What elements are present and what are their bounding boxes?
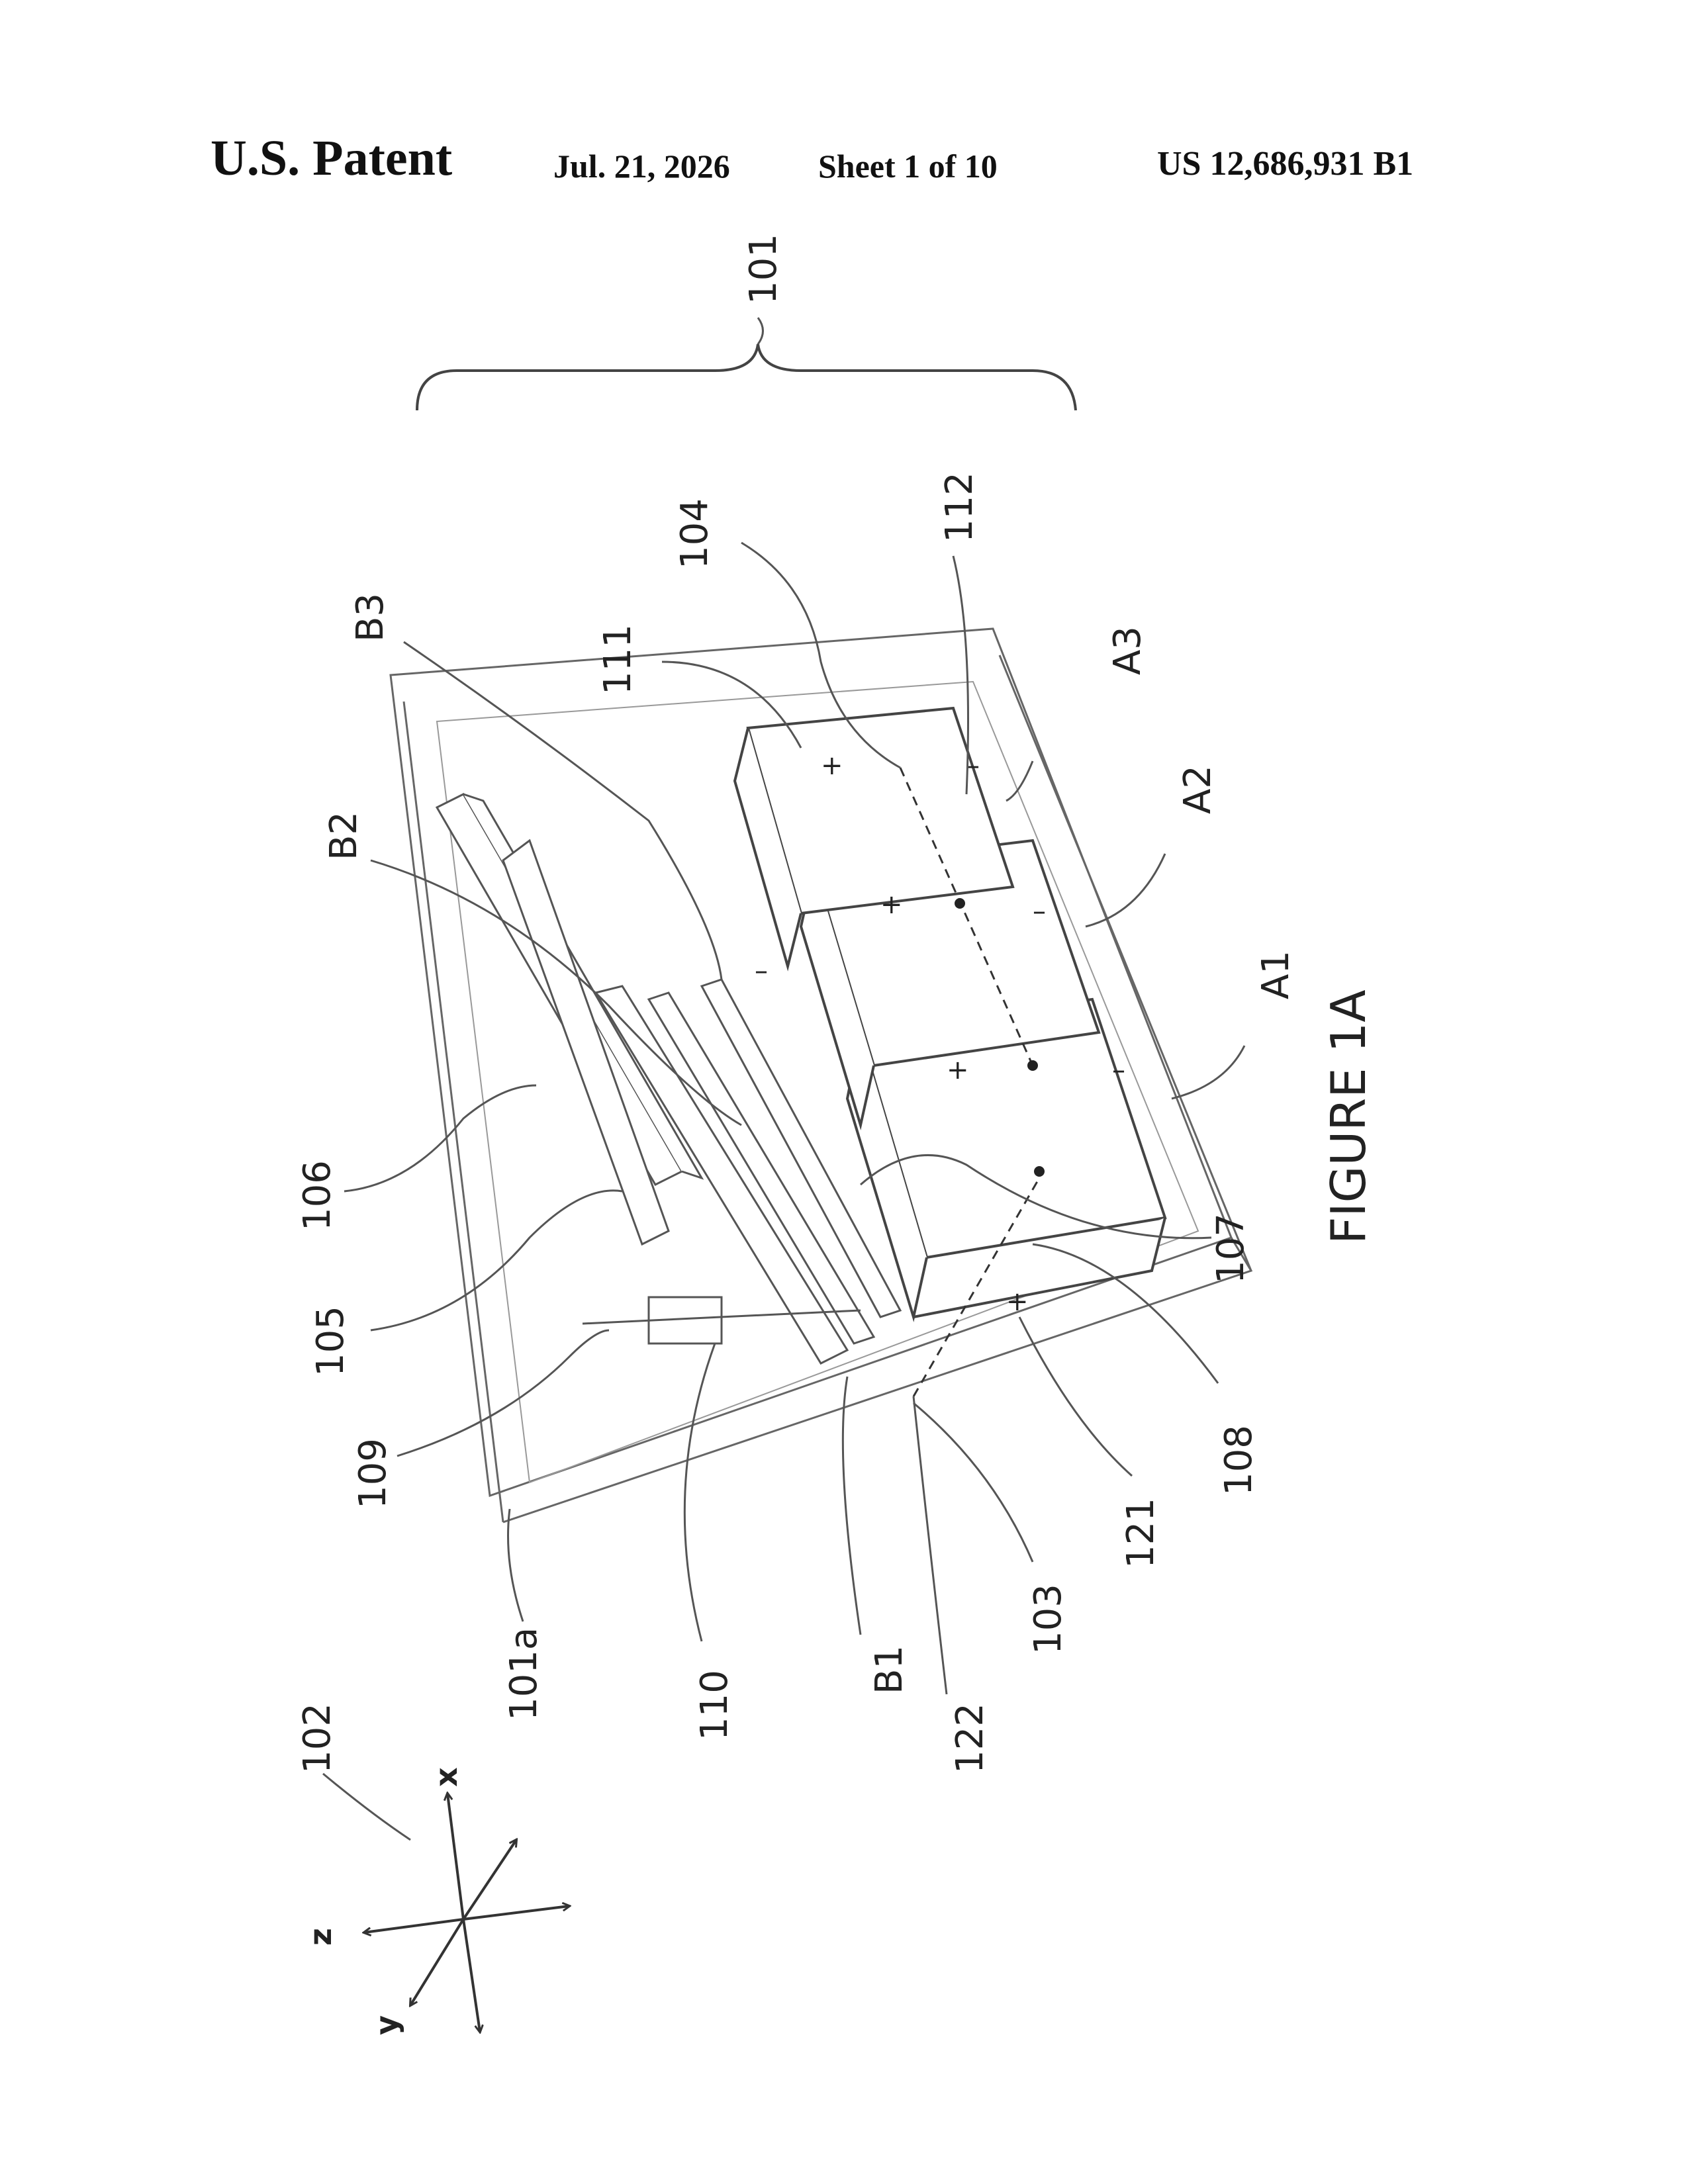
- leader-109: [397, 1330, 609, 1456]
- ref-B3: B3: [349, 593, 392, 642]
- leader-103: [914, 1403, 1033, 1562]
- svg-text:–: –: [1033, 896, 1046, 927]
- axis-x-label: x: [428, 1767, 464, 1787]
- ref-104: 104: [673, 498, 716, 569]
- ref-121: 121: [1119, 1498, 1162, 1569]
- ref-105: 105: [309, 1306, 352, 1377]
- ref-A1: A1: [1254, 950, 1297, 999]
- ref-106: 106: [296, 1160, 339, 1231]
- ref-102: 102: [296, 1703, 339, 1774]
- svg-text:+: +: [821, 751, 843, 781]
- leader-101: [758, 318, 763, 344]
- leader-A2: [1086, 854, 1165, 927]
- ref-107: 107: [1209, 1213, 1252, 1284]
- ref-109: 109: [352, 1438, 395, 1509]
- ref-A2: A2: [1176, 765, 1219, 814]
- ref-103: 103: [1027, 1584, 1070, 1655]
- svg-text:–: –: [755, 956, 768, 986]
- ref-B2: B2: [322, 811, 365, 860]
- ref-112: 112: [938, 472, 981, 543]
- ref-A3: A3: [1106, 626, 1149, 675]
- figure-caption: FIGURE 1A: [1321, 989, 1376, 1244]
- leader-121: [1019, 1317, 1132, 1476]
- ref-B1: B1: [868, 1645, 911, 1694]
- leader-102: [323, 1774, 410, 1840]
- leader-122: [914, 1396, 947, 1694]
- axis-y-label: y: [369, 2015, 404, 2035]
- svg-text:+: +: [1006, 1287, 1029, 1317]
- leader-110: [684, 1343, 715, 1641]
- ref-101a: 101a: [502, 1627, 545, 1721]
- ref-111: 111: [596, 624, 639, 695]
- leader-101a: [508, 1509, 524, 1621]
- svg-text:–: –: [1112, 1055, 1125, 1085]
- svg-text:+: +: [880, 889, 903, 920]
- axis-z-label: z: [303, 1928, 338, 1946]
- leader-A1: [1172, 1046, 1244, 1099]
- leader-B1: [843, 1377, 861, 1635]
- ref-110: 110: [693, 1670, 736, 1741]
- ref-122: 122: [949, 1703, 992, 1774]
- leader-106: [344, 1085, 536, 1191]
- brace-101: [417, 344, 1076, 410]
- svg-text:+: +: [947, 1055, 969, 1085]
- ref-108: 108: [1217, 1425, 1260, 1496]
- ref-101: 101: [742, 234, 785, 304]
